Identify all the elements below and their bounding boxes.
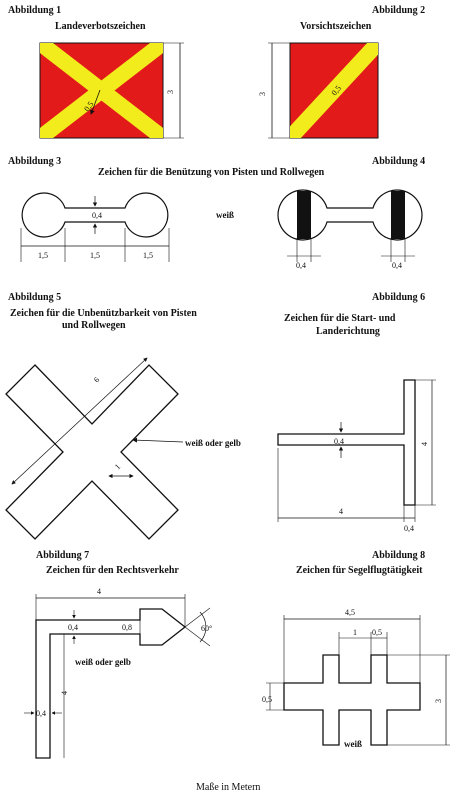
takeoff-landing-direction-sign (277, 379, 416, 506)
fig6-length-dim: 4 (339, 507, 343, 516)
fig6-height-dim: 4 (420, 442, 429, 446)
figure-3-label: Abbildung 3 (8, 156, 62, 167)
figure-5-caption-line1: Zeichen für die Unbenützbarkeit von Pist… (10, 308, 197, 319)
figure-5-caption-line2: und Rollwegen (62, 320, 126, 331)
fig4-left-dim: 0,4 (296, 261, 306, 270)
fig34-color-note: weiß (216, 210, 234, 220)
landing-prohibited-sign (39, 42, 184, 139)
fig8-top-dim: 4,5 (345, 608, 355, 617)
figure-3-4-caption: Zeichen für die Benützung von Pisten und… (98, 167, 325, 178)
figure-2-label: Abbildung 2 (372, 5, 426, 16)
fig3-dim-b: 1,5 (90, 251, 100, 260)
figure-7-label: Abbildung 7 (36, 550, 90, 561)
fig8-right-dim: 0,5 (372, 628, 382, 637)
fig3-bar-dim: 0,4 (92, 211, 102, 220)
fig7-angle-dim: 60° (201, 624, 212, 633)
fig4-right-dim: 0,4 (392, 261, 402, 270)
fig7-stem-dim: 0,4 (36, 709, 46, 718)
unusable-runway-cross (5, 364, 179, 540)
figure-4-label: Abbildung 4 (372, 156, 426, 167)
figure-8-label: Abbildung 8 (372, 550, 426, 561)
right-traffic-sign (35, 608, 187, 759)
figure-6-label: Abbildung 6 (372, 292, 426, 303)
figure-7-caption: Zeichen für den Rechtsverkehr (46, 565, 179, 576)
fig5-color-note: weiß oder gelb (185, 438, 241, 448)
runway-usage-sign-outline (21, 192, 169, 238)
fig6-stem-dim: 0,4 (404, 524, 414, 533)
footer-note: Maße in Metern (196, 782, 261, 793)
figure-6-caption-line2: Landerichtung (316, 326, 380, 337)
fig6-bar-dim: 0,4 (334, 437, 344, 446)
figure-1-caption: Landeverbotszeichen (55, 21, 146, 32)
fig3-dim-a: 1,5 (38, 251, 48, 260)
fig7-a-dim: 0,4 (68, 623, 78, 632)
fig5-length-dim: 6 (92, 375, 101, 384)
figure-8-caption: Zeichen für Segelflugtätigkeit (296, 565, 423, 576)
caution-sign (268, 42, 379, 139)
fig7-side-dim: 4 (60, 691, 69, 695)
fig8-color-note: weiß (344, 739, 362, 749)
fig7-color-note: weiß oder gelb (75, 657, 131, 667)
fig7-b-dim: 0,8 (122, 623, 132, 632)
fig8-left-dim: 0,5 (262, 695, 272, 704)
runway-usage-sign-filled (277, 189, 423, 241)
figure-2-caption: Vorsichtszeichen (300, 21, 372, 32)
figure-6-caption-line1: Zeichen für die Start- und (284, 313, 396, 324)
fig5-width-dim: 1 (113, 462, 122, 471)
figure-1-label: Abbildung 1 (8, 5, 62, 16)
fig8-mid-dim: 1 (353, 628, 357, 637)
fig7-top-dim: 4 (97, 587, 101, 596)
fig2-side-dim: 3 (258, 92, 267, 96)
figure-5-label: Abbildung 5 (8, 292, 62, 303)
fig8-height-dim: 3 (434, 699, 443, 703)
glider-activity-sign (283, 654, 421, 746)
fig3-dim-c: 1,5 (143, 251, 153, 260)
fig1-side-dim: 3 (166, 90, 175, 94)
